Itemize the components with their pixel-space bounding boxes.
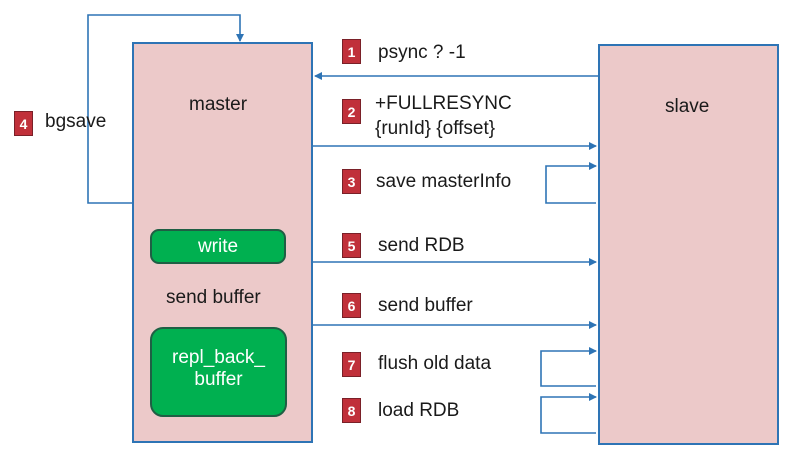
repl-line-2: buffer xyxy=(194,369,243,390)
slave-box xyxy=(598,44,779,445)
step-2-label-line2: {runId} {offset} xyxy=(375,118,496,139)
step-6-label: send buffer xyxy=(378,295,473,316)
slave-title: slave xyxy=(665,96,710,117)
step-3-label: save masterInfo xyxy=(376,171,512,192)
step-1-label: psync ? -1 xyxy=(378,42,466,63)
repl-back-buffer-box: repl_back_ buffer xyxy=(150,327,287,417)
step-5-label: send RDB xyxy=(378,235,465,256)
step-1-badge: 1 xyxy=(342,39,361,64)
step-8-label: load RDB xyxy=(378,400,460,421)
arrow-flush-old-data xyxy=(540,347,597,387)
step-3-badge: 3 xyxy=(342,169,361,194)
step-6-badge: 6 xyxy=(342,293,361,318)
step-4-label: bgsave xyxy=(45,111,107,132)
step-7-badge: 7 xyxy=(342,352,361,377)
step-7-label: flush old data xyxy=(378,353,492,374)
send-buffer-label: send buffer xyxy=(166,287,261,308)
step-8-badge: 8 xyxy=(342,398,361,423)
arrow-load-rdb xyxy=(540,393,597,434)
write-box: write xyxy=(150,229,286,264)
master-title: master xyxy=(189,94,248,115)
step-5-badge: 5 xyxy=(342,233,361,258)
repl-line-1: repl_back_ xyxy=(172,347,265,368)
bgsave-loop-arrow xyxy=(87,14,244,204)
step-2-label: +FULLRESYNC xyxy=(375,93,512,114)
arrow-save-masterinfo xyxy=(545,162,597,204)
step-2-badge: 2 xyxy=(342,99,361,124)
step-4-badge: 4 xyxy=(14,111,33,136)
